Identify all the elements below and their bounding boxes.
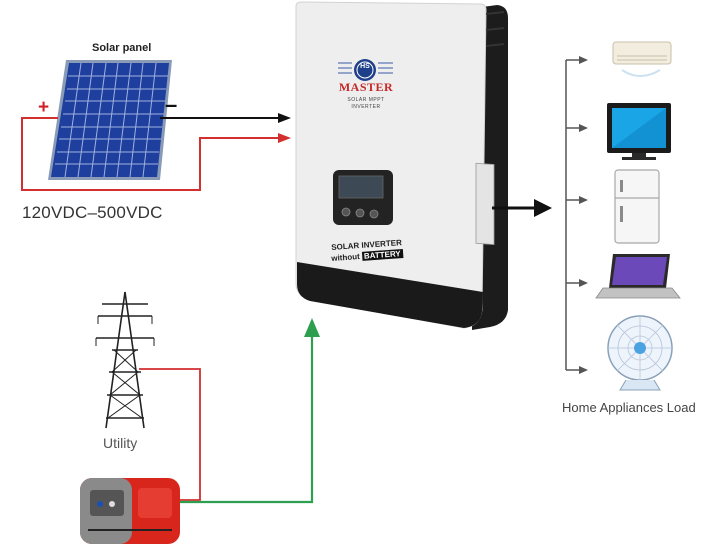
tv-icon xyxy=(607,103,671,160)
brand-subtitle-line2: INVERTER xyxy=(333,104,399,110)
appliance-bus xyxy=(566,56,588,374)
load-label: Home Appliances Load xyxy=(562,400,696,415)
inverter-icon xyxy=(296,2,508,330)
laptop-icon xyxy=(596,254,680,298)
fan-icon xyxy=(608,316,672,390)
generator-icon xyxy=(80,478,180,544)
solar-panel-label: Solar panel xyxy=(92,42,151,54)
solar-panel-icon xyxy=(48,60,172,180)
brand-name: MASTER xyxy=(333,80,399,95)
voltage-range-label: 120VDC–500VDC xyxy=(22,203,163,223)
negative-terminal-label: – xyxy=(165,92,177,118)
utility-label: Utility xyxy=(103,435,137,451)
ac-wires xyxy=(139,318,320,502)
power-tower-icon xyxy=(96,292,154,428)
brand-logo: HS xyxy=(356,63,374,70)
positive-terminal-label: + xyxy=(38,97,49,119)
air-conditioner-icon xyxy=(613,42,671,76)
brand-subtitle-line1: SOLAR MPPT xyxy=(333,97,399,103)
fridge-icon xyxy=(615,170,659,243)
